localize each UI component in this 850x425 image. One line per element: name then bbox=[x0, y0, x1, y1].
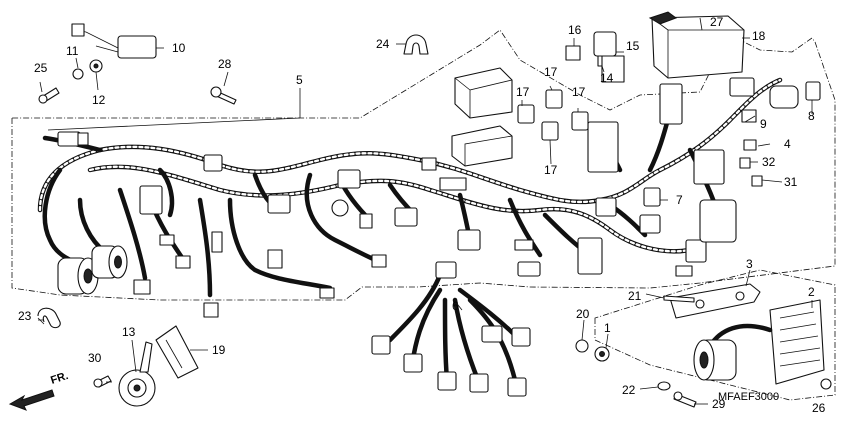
callout-31: 31 bbox=[784, 175, 798, 189]
callout-10: 10 bbox=[172, 41, 186, 55]
callout-30: 30 bbox=[88, 351, 102, 365]
callout-14: 14 bbox=[600, 71, 614, 85]
callout-25: 25 bbox=[34, 61, 48, 75]
direction-label: FR. bbox=[49, 370, 70, 387]
callout-labels: 1 2 3 4 5 6 7 8 9 10 11 12 13 14 15 16 1… bbox=[18, 15, 826, 415]
fuse-box-group bbox=[38, 23, 157, 104]
callout-28: 28 bbox=[218, 57, 232, 71]
regulator-boundary bbox=[594, 269, 836, 401]
callout-19: 19 bbox=[212, 343, 226, 357]
callout-12: 12 bbox=[92, 93, 106, 107]
callout-9: 9 bbox=[760, 117, 767, 131]
callout-5: 5 bbox=[296, 73, 303, 87]
callout-17a: 17 bbox=[516, 85, 530, 99]
callout-8: 8 bbox=[808, 109, 815, 123]
main-harness-boundary bbox=[11, 29, 836, 301]
callout-17b: 17 bbox=[544, 65, 558, 79]
regulator-group bbox=[575, 283, 832, 408]
bolt-part-28 bbox=[210, 86, 237, 105]
callout-15: 15 bbox=[626, 39, 640, 53]
round-plug-connectors bbox=[57, 245, 151, 295]
callout-17d: 17 bbox=[544, 163, 558, 177]
callout-27: 27 bbox=[710, 15, 724, 29]
callout-21: 21 bbox=[628, 289, 642, 303]
diagram-code: MFAEF3000 bbox=[718, 391, 779, 403]
harness-connectors bbox=[57, 77, 755, 318]
callout-3: 3 bbox=[746, 257, 753, 271]
horn-group bbox=[93, 325, 199, 407]
callout-22: 22 bbox=[622, 383, 636, 397]
clamp-part-23 bbox=[37, 307, 61, 329]
callout-16: 16 bbox=[568, 23, 582, 37]
right-small-parts bbox=[643, 81, 821, 207]
callout-32: 32 bbox=[762, 155, 776, 169]
callout-29: 29 bbox=[712, 397, 726, 411]
callout-24: 24 bbox=[376, 37, 390, 51]
callout-17c: 17 bbox=[572, 85, 586, 99]
sub-harness-part-6 bbox=[371, 261, 531, 397]
front-direction-indicator: FR. bbox=[8, 370, 70, 411]
relay-box-and-relays bbox=[451, 67, 589, 167]
callout-20: 20 bbox=[576, 307, 590, 321]
control-unit-group bbox=[565, 11, 745, 83]
callout-6: 6 bbox=[452, 299, 459, 313]
clip-part-24 bbox=[403, 34, 429, 55]
callout-2: 2 bbox=[808, 285, 815, 299]
callout-18: 18 bbox=[752, 29, 766, 43]
callout-26: 26 bbox=[812, 401, 826, 415]
callout-13: 13 bbox=[122, 325, 136, 339]
leader-lines bbox=[38, 17, 813, 405]
callout-4: 4 bbox=[784, 137, 791, 151]
callout-23: 23 bbox=[18, 309, 32, 323]
callout-7: 7 bbox=[676, 193, 683, 207]
callout-11: 11 bbox=[66, 44, 79, 58]
callout-1: 1 bbox=[604, 321, 611, 335]
